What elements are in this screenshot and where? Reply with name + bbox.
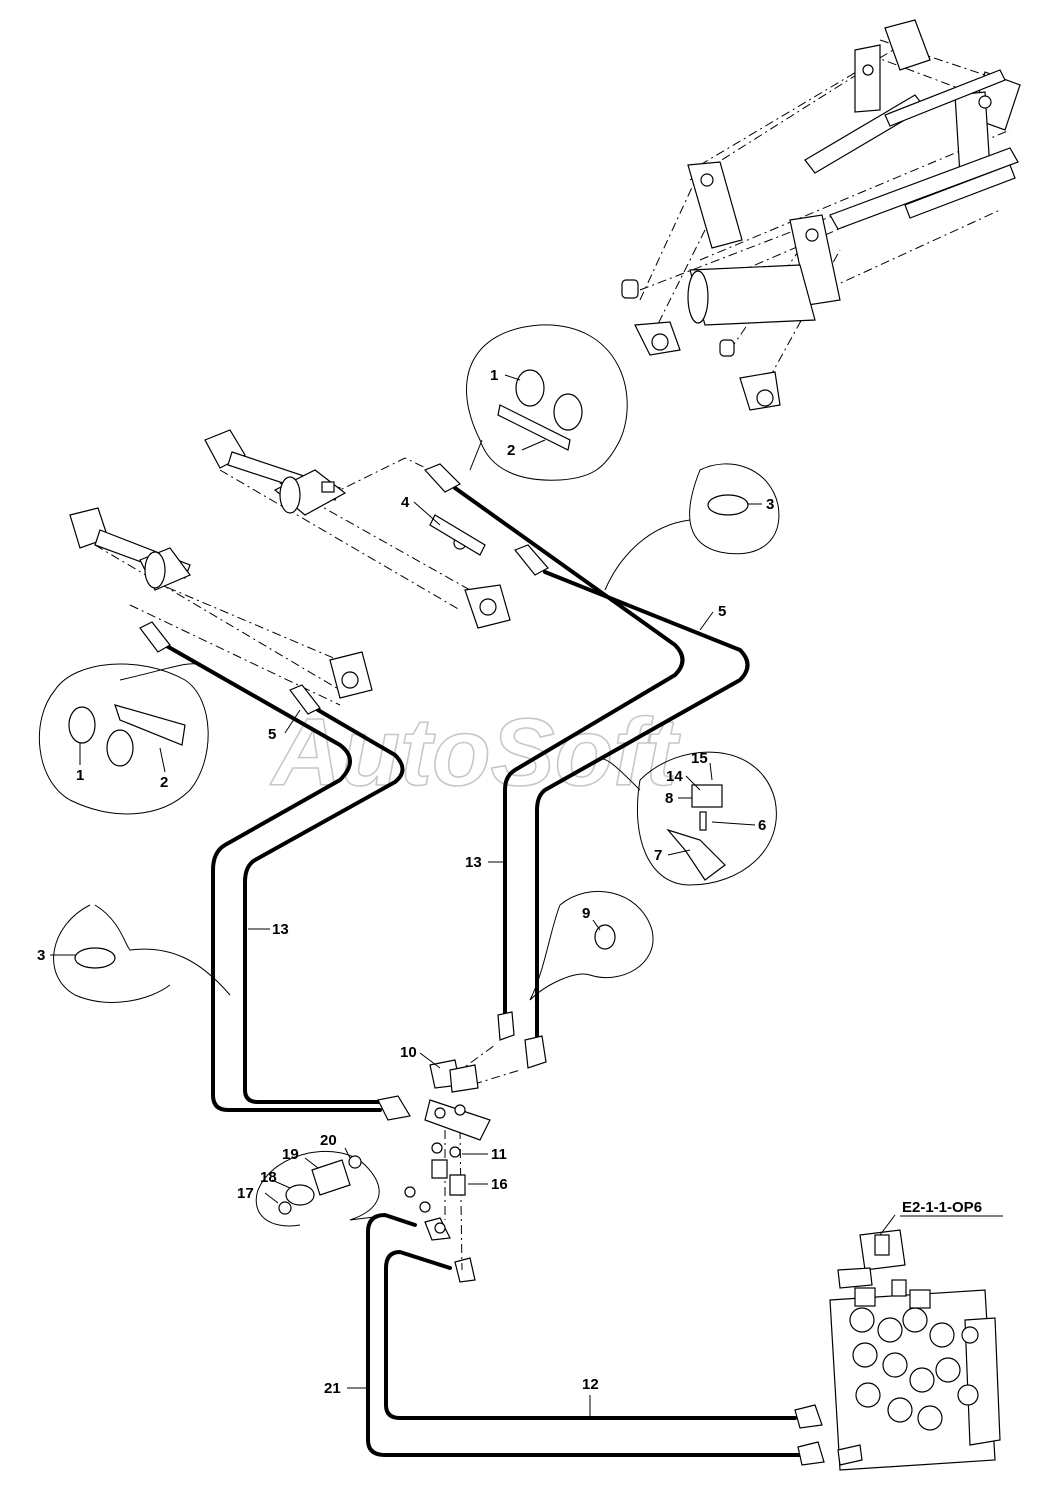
hose-12 <box>384 1250 797 1420</box>
callout-6: 6 <box>758 817 766 834</box>
hose-5-upper-outer <box>453 486 685 1020</box>
callout-10: 10 <box>400 1044 417 1061</box>
callout-5: 5 <box>718 603 726 620</box>
hose-13-left-outer <box>163 643 382 1112</box>
callout-labels: 1 2 3 4 5 1 2 5 15 14 8 6 7 13 13 3 9 10… <box>37 367 774 1397</box>
callout-5: 5 <box>268 726 276 743</box>
detail-parts <box>68 369 749 1215</box>
control-valve <box>829 1229 1001 1471</box>
callout-3: 3 <box>37 947 45 964</box>
callout-13: 13 <box>272 921 289 938</box>
callout-20: 20 <box>320 1132 337 1149</box>
callout-11: 11 <box>491 1146 507 1163</box>
callout-8: 8 <box>665 790 673 807</box>
callout-1: 1 <box>76 767 84 784</box>
callout-7: 7 <box>654 847 662 864</box>
callout-13: 13 <box>465 854 482 871</box>
leader-lines <box>50 374 896 1418</box>
upper-lift-cylinder <box>204 429 511 629</box>
callout-1: 1 <box>490 367 498 384</box>
detail-bubbles <box>38 324 780 1227</box>
callout-19: 19 <box>282 1146 299 1163</box>
watermark: AutoSoft <box>270 699 681 806</box>
hose-fittings <box>139 463 825 1466</box>
callout-2: 2 <box>160 774 168 791</box>
loader-frame <box>621 19 1021 411</box>
central-tee-block <box>404 1044 521 1271</box>
callout-18: 18 <box>260 1169 277 1186</box>
callout-3: 3 <box>766 496 774 513</box>
callout-15: 15 <box>691 750 708 767</box>
hydraulic-hoses <box>163 486 802 1457</box>
callout-14: 14 <box>666 768 683 785</box>
callout-9: 9 <box>582 905 590 922</box>
lower-lift-cylinder <box>69 507 373 706</box>
callout-4: 4 <box>401 494 410 511</box>
callout-17: 17 <box>237 1185 254 1202</box>
hose-5-upper-inner <box>535 570 750 1042</box>
callout-16: 16 <box>491 1176 508 1193</box>
reference-code: E2-1-1-OP6 <box>902 1199 982 1216</box>
callout-2: 2 <box>507 442 515 459</box>
hose-21 <box>366 1213 802 1457</box>
callout-12: 12 <box>582 1376 599 1393</box>
hose-13-left-inner <box>243 708 405 1104</box>
callout-21: 21 <box>324 1380 341 1397</box>
